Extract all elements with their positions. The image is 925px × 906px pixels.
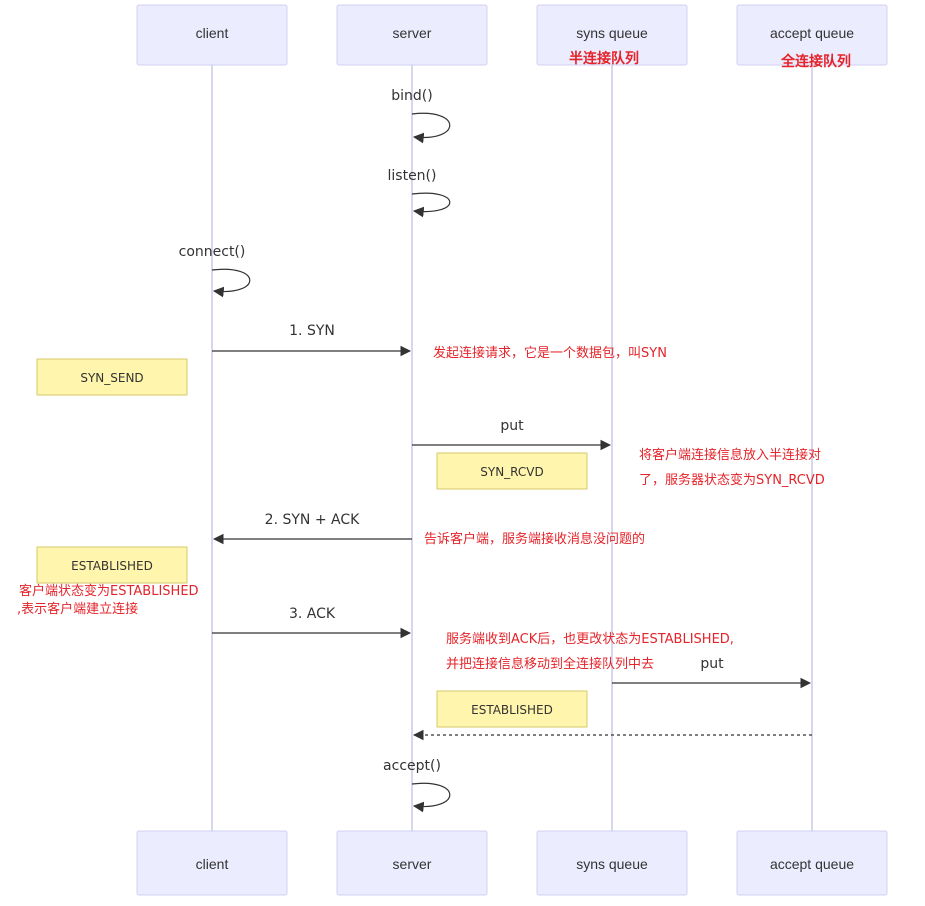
listen-label: listen() <box>388 168 437 184</box>
actor-server-top: server <box>336 4 488 66</box>
client-annotation-line1: 客户端状态变为ESTABLISHED <box>19 583 199 599</box>
established-client-note: ESTABLISHED <box>36 546 188 584</box>
bind-self-arrow <box>411 112 451 144</box>
synack-message-label: 2. SYN + ACK <box>265 512 360 528</box>
full-queue-label: 全连接队列 <box>780 53 851 70</box>
ack-message-label: 3. ACK <box>289 606 336 622</box>
client-annotation-line2: ,表示客户端建立连接 <box>17 601 138 617</box>
accept-label: accept() <box>383 758 441 774</box>
ack-annotation-line2: 并把连接信息移动到全连接队列中去 <box>446 656 654 672</box>
ack-annotation-line1: 服务端收到ACK后，也更改状态为ESTABLISHED, <box>446 631 734 647</box>
half-queue-label: 半连接队列 <box>569 50 639 67</box>
actor-syns-queue-label: syns queue <box>576 25 648 41</box>
actor-syns-queue-bottom: syns queue <box>536 830 688 896</box>
actor-accept-queue-bottom-label: accept queue <box>770 856 854 872</box>
connect-label: connect() <box>179 244 246 260</box>
actor-syns-queue-top: syns queue <box>536 4 688 66</box>
actor-server-label: server <box>393 25 432 41</box>
connect-self-arrow <box>211 268 251 298</box>
put-accept-label: put <box>700 656 724 672</box>
syn-message-label: 1. SYN <box>289 323 335 339</box>
established-client-note-text: ESTABLISHED <box>71 559 153 573</box>
syn-send-note-text: SYN_SEND <box>80 371 143 385</box>
syn-rcvd-note: SYN_RCVD <box>436 452 588 490</box>
synack-annotation: 告诉客户端，服务端接收消息没问题的 <box>424 531 645 547</box>
bind-label: bind() <box>391 88 432 104</box>
actor-server-bottom: server <box>336 830 488 896</box>
actor-client-bottom: client <box>136 830 288 896</box>
established-server-note-text: ESTABLISHED <box>471 703 553 717</box>
actor-server-bottom-label: server <box>393 856 432 872</box>
put-annotation-line1: 将客户端连接信息放入半连接对 <box>639 447 821 463</box>
listen-self-arrow <box>411 192 451 218</box>
actor-client-top: client <box>136 4 288 66</box>
syn-send-note: SYN_SEND <box>36 358 188 396</box>
accept-self-arrow <box>411 782 451 813</box>
actor-client-bottom-label: client <box>196 856 229 872</box>
actor-accept-queue-top: accept queue <box>736 4 888 66</box>
actor-client-label: client <box>196 25 229 41</box>
syn-rcvd-note-text: SYN_RCVD <box>480 465 544 479</box>
put-annotation-line2: 了，服务器状态变为SYN_RCVD <box>639 472 825 488</box>
actor-accept-queue-label: accept queue <box>770 25 854 41</box>
established-server-note: ESTABLISHED <box>436 690 588 728</box>
syn-annotation: 发起连接请求，它是一个数据包，叫SYN <box>433 345 667 361</box>
actor-accept-queue-bottom: accept queue <box>736 830 888 896</box>
actor-syns-queue-bottom-label: syns queue <box>576 856 648 872</box>
put-syns-label: put <box>500 418 524 434</box>
